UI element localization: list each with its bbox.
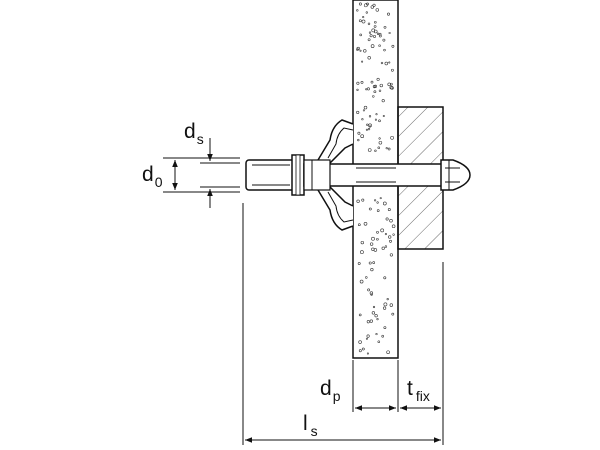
label-dp: dp	[320, 377, 341, 404]
label-d0: d0	[142, 163, 163, 190]
board-texture	[356, 2, 396, 355]
bolt	[245, 154, 471, 196]
label-ds: ds	[184, 120, 204, 147]
anchor-wings	[303, 119, 354, 231]
dimension-lines	[163, 138, 444, 445]
